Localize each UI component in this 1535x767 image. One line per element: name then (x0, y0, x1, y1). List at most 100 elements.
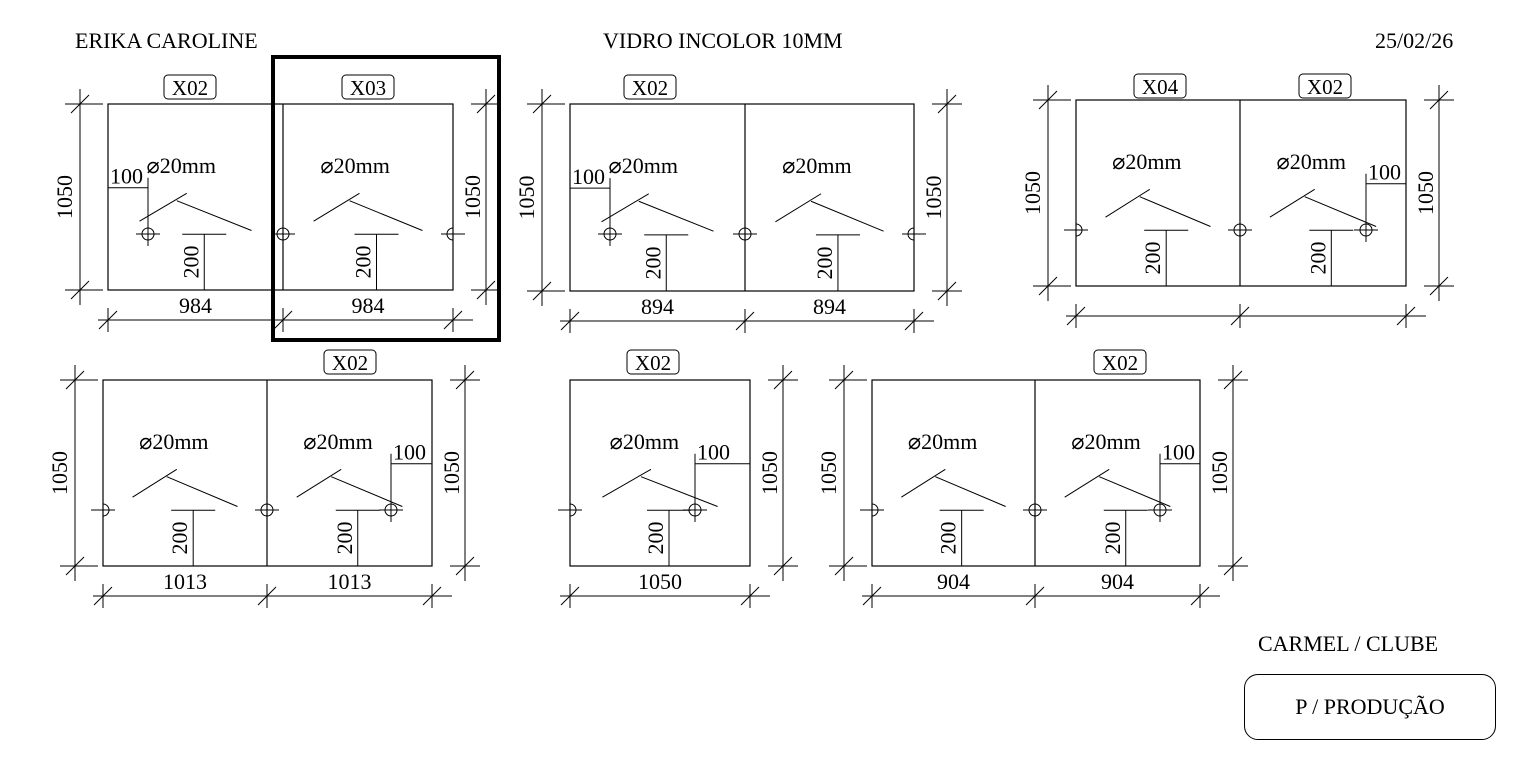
diameter-label: ⌀20mm (609, 153, 678, 178)
hole-icon (1233, 223, 1247, 237)
glass-panel-outline (107, 103, 454, 291)
panel-tag-box (626, 349, 680, 375)
dimension-tick (1190, 586, 1210, 606)
leader-line (1064, 468, 1110, 498)
offset-y-label: 200 (1305, 242, 1330, 275)
hole-icon (738, 227, 752, 241)
height-label-right: 1050 (1207, 451, 1232, 495)
offset-y-label: 200 (178, 246, 203, 279)
date: 25/02/26 (1375, 28, 1454, 53)
offset-y-label: 200 (167, 522, 192, 555)
dimension-tick (273, 310, 293, 330)
project-name: CARMEL / CLUBE (1258, 631, 1439, 656)
leader-line (132, 468, 178, 498)
panel-tag: X02 (635, 351, 671, 375)
half-hole-icon (1075, 223, 1083, 237)
width-label: 984 (179, 293, 212, 318)
dimension-tick (532, 281, 552, 301)
leader-line (166, 476, 238, 507)
diameter-label: ⌀20mm (610, 429, 679, 454)
leader-line (1105, 188, 1151, 218)
offset-y-label: 200 (812, 247, 837, 280)
hole-icon (276, 227, 290, 241)
offset-x-label: 100 (393, 440, 426, 465)
width-label: 1013 (163, 569, 207, 594)
dimension-tick (937, 281, 957, 301)
dimension-tick (98, 310, 118, 330)
dimension-tick (93, 586, 113, 606)
glass-panel-outline (1075, 99, 1407, 287)
selected-panel-highlight (271, 55, 501, 342)
offset-y-label: 200 (1100, 522, 1125, 555)
diameter-label: ⌀20mm (1071, 429, 1140, 454)
height-label-right: 1050 (757, 451, 782, 495)
dimension-tick (443, 310, 463, 330)
width-label: 1013 (328, 569, 372, 594)
dimension-tick (735, 311, 755, 331)
width-label: 1050 (638, 569, 682, 594)
diameter-label: ⌀20mm (782, 153, 851, 178)
dimension-tick (70, 94, 90, 114)
leader-line (935, 476, 1006, 507)
panel-tag-box (1093, 349, 1147, 375)
dimension-tick (740, 586, 760, 606)
leader-line (638, 200, 714, 232)
panel-tag: X04 (1142, 75, 1179, 99)
height-label-right: 1050 (921, 176, 946, 220)
width-label: 904 (937, 569, 970, 594)
dimension-tick (937, 94, 957, 114)
dimension-tick (257, 586, 277, 606)
width-label: 894 (641, 294, 674, 319)
half-hole-icon (446, 227, 454, 241)
leader-line (1139, 196, 1211, 227)
width-label: 894 (813, 294, 846, 319)
hole-icon (384, 503, 398, 517)
leader-line (139, 192, 188, 222)
leader-line (775, 193, 822, 223)
panel-tag: X02 (1102, 351, 1138, 375)
height-label-left: 1050 (47, 451, 72, 495)
leader-line (349, 200, 423, 231)
dimension-tick (1223, 556, 1243, 576)
leader-line (810, 200, 884, 232)
offset-x-label: 100 (1368, 160, 1401, 185)
height-label-left: 1050 (52, 175, 77, 219)
dimension-tick (904, 311, 924, 331)
width-label: 904 (1101, 569, 1134, 594)
leader-line (640, 476, 718, 507)
dimension-tick (834, 556, 854, 576)
hole-icon (141, 227, 155, 241)
panel-tag-box (623, 74, 677, 100)
dimension-tick (1429, 276, 1449, 296)
offset-x-label: 100 (1162, 440, 1195, 465)
height-label-left: 1050 (816, 451, 841, 495)
panel-tag: X02 (1307, 75, 1343, 99)
panel-tag-box (1133, 73, 1187, 99)
leader-line (901, 468, 946, 498)
dimension-tick (560, 311, 580, 331)
leader-line (1269, 188, 1315, 218)
dimension-tick (1025, 586, 1045, 606)
dimension-tick (70, 280, 90, 300)
diameter-label: ⌀20mm (147, 153, 216, 178)
leader-line (296, 468, 342, 498)
glass-panel-outline (569, 103, 915, 292)
leader-line (313, 192, 360, 222)
offset-y-label: 200 (332, 522, 357, 555)
dimension-tick (65, 556, 85, 576)
dimension-tick (1038, 90, 1058, 110)
offset-y-label: 200 (936, 522, 961, 555)
dimension-tick (532, 94, 552, 114)
client-name: ERIKA CAROLINE (75, 28, 258, 53)
dimension-tick (1066, 306, 1086, 326)
half-hole-icon (102, 503, 110, 517)
panel-tag-box (341, 74, 395, 100)
panel-tag-box (163, 74, 217, 100)
dimension-tick (1038, 276, 1058, 296)
panel-tag-box (323, 349, 377, 375)
